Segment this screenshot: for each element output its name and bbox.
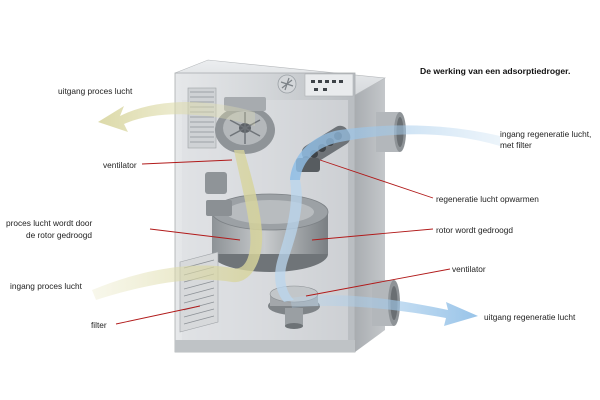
process-air-filter [180, 252, 218, 332]
brand-logo-icon [278, 75, 296, 93]
label-rotor-gedroogd: rotor wordt gedroogd [436, 225, 513, 235]
cabinet-base [175, 340, 355, 352]
adsorption-rotor [206, 194, 328, 272]
control-panel [305, 74, 353, 96]
label-uitgang-regeneratie: uitgang regeneratie lucht [484, 312, 575, 322]
label-regeneratie-opwarmen: regeneratie lucht opwarmen [436, 194, 539, 204]
label-ingang-proces-lucht: ingang proces lucht [10, 281, 82, 291]
label-proces-lucht-line2: de rotor gedroogd [26, 230, 92, 240]
label-ventilator-top: ventilator [103, 160, 137, 170]
label-filter: filter [91, 320, 107, 330]
label-uitgang-proces-lucht: uitgang proces lucht [58, 86, 132, 96]
drive-motor [205, 172, 227, 194]
diagram-title: De werking van een adsorptiedroger. [420, 66, 570, 76]
label-ingang-regeneratie-line2: met filter [500, 140, 532, 150]
label-ingang-regeneratie-line1: ingang regeneratie lucht, [500, 129, 591, 139]
label-proces-lucht-line1: proces lucht wordt door [6, 218, 92, 228]
label-ventilator-bottom: ventilator [452, 264, 486, 274]
